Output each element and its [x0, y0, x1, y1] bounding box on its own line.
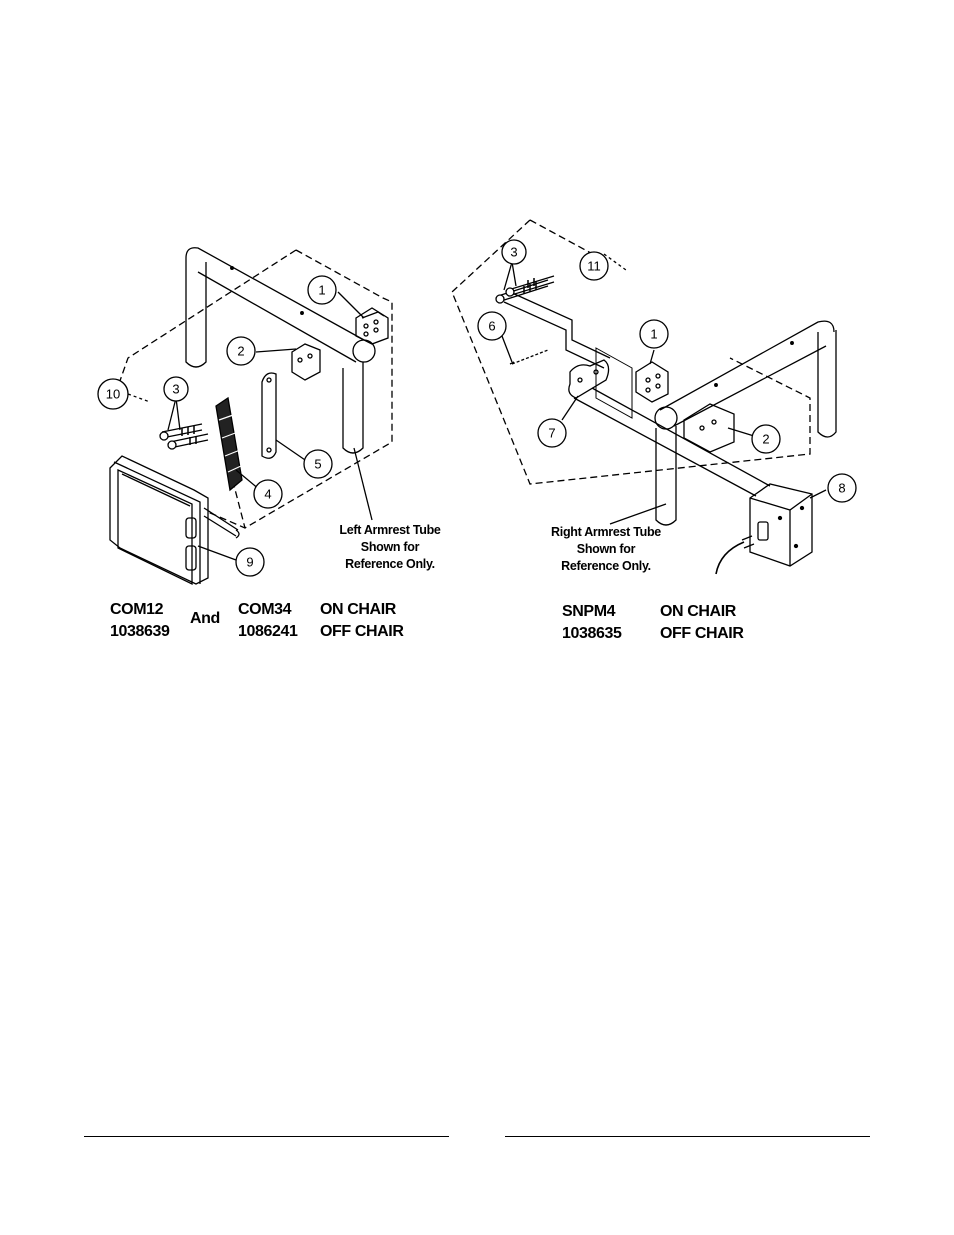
callout-7: 7 [548, 426, 555, 441]
on-chair-label: ON CHAIR [660, 603, 737, 620]
right-assembly-drawing [451, 219, 837, 575]
part-number-1038639: 1038639 [110, 623, 170, 640]
note-line-3: Reference Only. [345, 557, 435, 571]
left-callout-circles [97, 275, 337, 577]
right-callout-numbers: 3 11 6 1 7 2 8 [488, 245, 845, 496]
callout-3: 3 [510, 245, 517, 260]
right-reference-note: Right Armrest Tube Shown for Reference O… [551, 525, 662, 573]
on-chair-label: ON CHAIR [320, 601, 397, 618]
callout-1: 1 [650, 327, 657, 342]
off-chair-label: OFF CHAIR [660, 625, 744, 642]
callout-5: 5 [314, 457, 321, 472]
left-part-labels: COM12 1038639 And COM34 1086241 ON CHAIR… [110, 601, 405, 640]
callout-8: 8 [838, 481, 845, 496]
left-reference-note: Left Armrest Tube Shown for Reference On… [339, 523, 441, 571]
left-callout-leaders [127, 291, 373, 561]
part-number-1038635: 1038635 [562, 625, 622, 642]
note-line-1: Right Armrest Tube [551, 525, 661, 539]
left-callout-numbers: 1 2 3 4 5 9 10 [106, 283, 326, 570]
code-snpm4: SNPM4 [562, 603, 616, 620]
off-chair-label: OFF CHAIR [320, 623, 404, 640]
callout-11: 11 [587, 259, 601, 274]
and-text: And [190, 610, 220, 627]
left-assembly-drawing [109, 247, 393, 586]
right-callout-circles [477, 239, 857, 503]
callout-2: 2 [762, 432, 769, 447]
code-com34: COM34 [238, 601, 292, 618]
right-callout-leaders [501, 253, 827, 525]
callout-3: 3 [172, 382, 179, 397]
note-line-1: Left Armrest Tube [339, 523, 441, 537]
note-line-2: Shown for [577, 542, 636, 556]
callout-6: 6 [488, 319, 495, 334]
note-line-3: Reference Only. [561, 559, 651, 573]
note-line-2: Shown for [361, 540, 420, 554]
part-number-1086241: 1086241 [238, 623, 298, 640]
callout-1: 1 [318, 283, 325, 298]
callout-10: 10 [106, 387, 120, 402]
code-com12: COM12 [110, 601, 164, 618]
callout-9: 9 [246, 555, 253, 570]
callout-2: 2 [237, 344, 244, 359]
callout-4: 4 [264, 487, 271, 502]
footer-rule-right [505, 1136, 870, 1137]
footer-rule-left [84, 1136, 449, 1137]
right-part-labels: SNPM4 1038635 ON CHAIR OFF CHAIR [562, 603, 745, 642]
